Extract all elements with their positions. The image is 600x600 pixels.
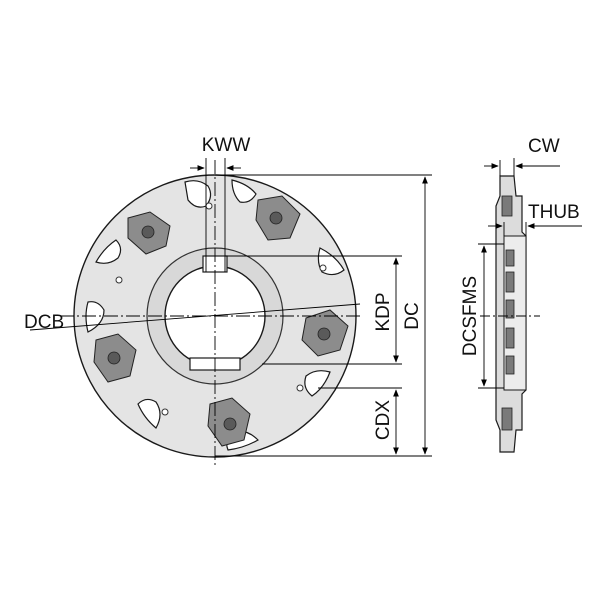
label-cdx: CDX [373,400,394,440]
insert-left [93,333,137,383]
label-kdp: KDP [373,292,394,331]
cutter-side-view [480,175,540,453]
mounting-holes [115,202,327,416]
insert-right [301,309,349,357]
label-dcsfms: DCSFMS [460,276,481,356]
insert-top-right [255,195,301,241]
label-thub: THUB [528,202,580,223]
label-dcb: DCB [24,312,64,333]
label-kww: KWW [202,135,251,156]
dimension-lines [29,158,432,457]
label-dc: DC [402,302,423,329]
insert-bottom [207,397,251,447]
side-dimension-lines [478,158,582,389]
label-cw: CW [528,136,560,157]
cutter-front-view [60,160,360,466]
insert-top-left [127,211,171,255]
